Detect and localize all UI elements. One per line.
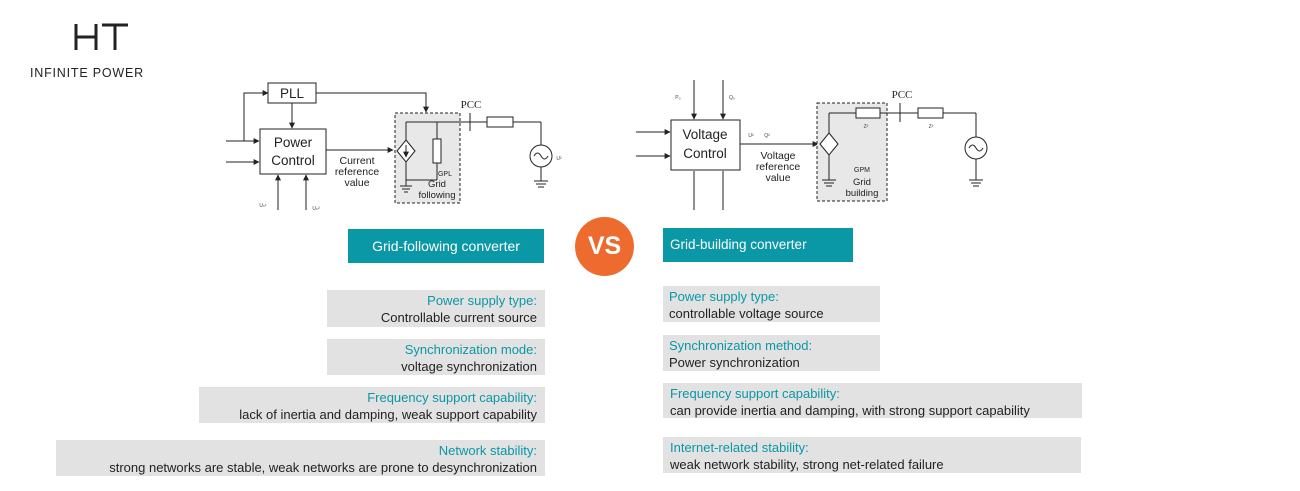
voltage-ref-label-2: reference — [756, 161, 801, 173]
card-label: Power supply type: — [669, 289, 779, 304]
gpm-label: GPM — [854, 167, 870, 174]
card-label: Internet-related stability: — [670, 440, 809, 455]
card-value: controllable voltage source — [669, 306, 824, 321]
voltage-control-label-2: Control — [683, 146, 727, 161]
pcc-label-right: PCC — [892, 89, 913, 101]
gpl-label: GPL — [438, 171, 452, 178]
card-label: Frequency support capability: — [670, 386, 840, 401]
card-value: weak network stability, strong net-relat… — [670, 457, 944, 472]
q-input-label: Q₀ — [729, 95, 735, 101]
card-value: lack of inertia and damping, weak suppor… — [239, 407, 537, 422]
card-label: Synchronization method: — [669, 338, 813, 353]
power-control-box — [259, 128, 327, 175]
current-ref-label-3: value — [344, 177, 369, 189]
grid-building-badge: Grid-building converter — [663, 228, 853, 262]
current-ref-label-1: Current — [339, 155, 374, 167]
u-output-label: U² — [748, 133, 754, 139]
source-u-label-left: U² — [556, 156, 562, 162]
grid-following-diagram — [226, 82, 553, 210]
grid-following-labels: PLL Power Control Current reference valu… — [259, 86, 562, 212]
card-label: Frequency support capability: — [367, 390, 537, 405]
right-card-power-supply: Power supply type: controllable voltage … — [663, 286, 880, 322]
voltage-control-box — [670, 119, 741, 171]
left-card-network-stability: Network stability: strong networks are s… — [56, 440, 545, 476]
impedance-label-1: Z² — [864, 124, 869, 130]
card-value: voltage synchronization — [401, 359, 537, 374]
left-card-frequency-support: Frequency support capability: lack of in… — [199, 387, 545, 423]
card-label: Power supply type: — [427, 293, 537, 308]
card-value: strong networks are stable, weak network… — [109, 460, 537, 475]
logo-mark-icon — [74, 23, 128, 50]
grid-following-badge: Grid-following converter — [348, 229, 544, 263]
grid-building-label-1: Grid — [853, 177, 871, 188]
grid-following-label-1: Grid — [428, 179, 446, 190]
left-card-synchronization: Synchronization mode: voltage synchroniz… — [327, 339, 545, 375]
right-card-stability: Internet-related stability: weak network… — [663, 437, 1081, 473]
power-control-label-2: Control — [271, 153, 315, 168]
voltage-ref-label-3: value — [765, 172, 790, 184]
logo-text: INFINITE POWER — [30, 66, 144, 80]
current-ref-label-2: reference — [335, 166, 380, 178]
voltage-ref-label-1: Voltage — [760, 150, 795, 162]
q-output-label: Q² — [764, 133, 770, 139]
left-card-power-supply: Power supply type: Controllable current … — [327, 290, 545, 327]
pll-label: PLL — [280, 86, 305, 101]
card-label: Synchronization mode: — [404, 342, 537, 357]
grid-following-label-2: following — [419, 190, 456, 201]
pcc-label-left: PCC — [461, 99, 482, 111]
grid-building-diagram — [636, 80, 988, 210]
right-card-frequency-support: Frequency support capability: can provid… — [663, 383, 1082, 418]
card-value: Controllable current source — [380, 310, 537, 325]
vs-badge: VS — [575, 217, 634, 276]
voltage-control-label-1: Voltage — [682, 127, 727, 142]
grid-building-label-2: building — [846, 188, 879, 199]
input-u1-label: Uₕ¹ — [259, 203, 267, 209]
card-label: Network stability: — [438, 443, 537, 458]
impedance-label-2: Z² — [929, 124, 934, 130]
card-value: can provide inertia and damping, with st… — [670, 403, 1030, 418]
input-u2-label: Uₕ² — [312, 206, 320, 212]
power-control-label-1: Power — [274, 135, 313, 150]
p-input-label: P₀ — [675, 95, 680, 101]
right-card-synchronization: Synchronization method: Power synchroniz… — [663, 335, 880, 371]
card-value: Power synchronization — [669, 355, 800, 370]
grid-building-labels: Voltage Control Voltage reference value … — [675, 89, 933, 199]
